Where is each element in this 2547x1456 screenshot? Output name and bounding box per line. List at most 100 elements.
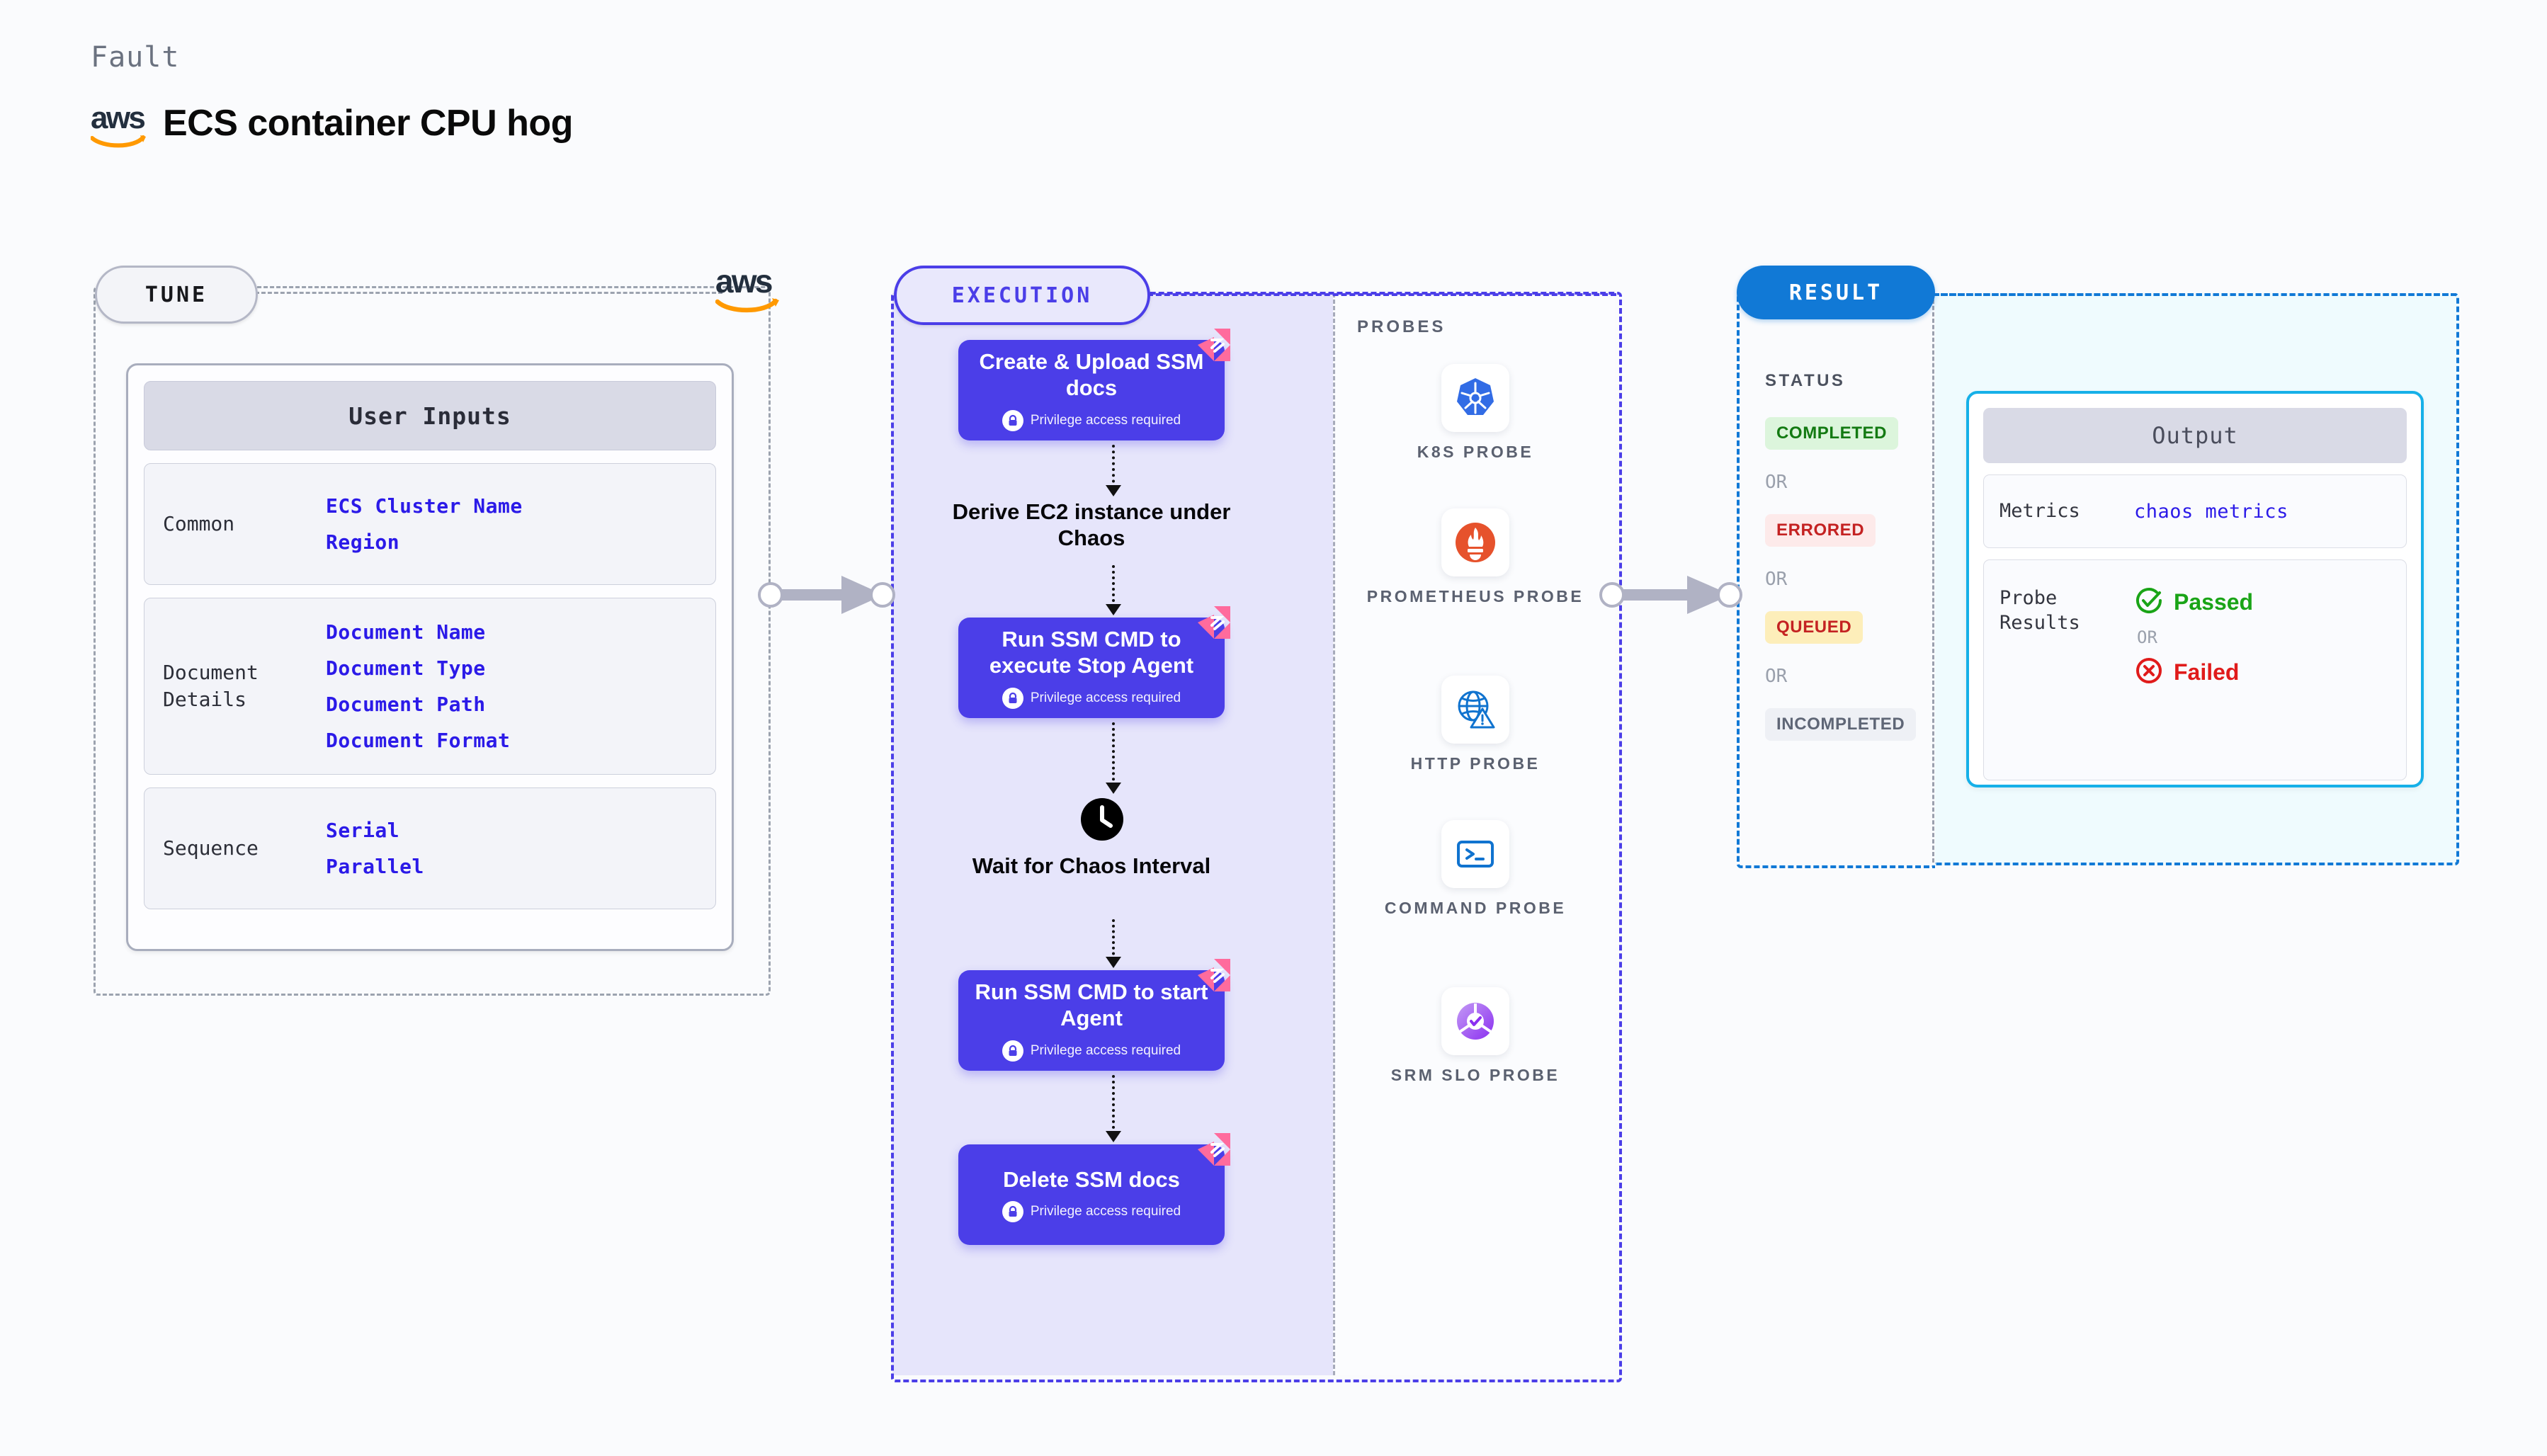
tune-pill-label: TUNE: [95, 266, 258, 324]
chaos-pinwheel-icon: [1193, 955, 1235, 996]
flow-step-title: Run SSM CMD to start Agent: [975, 979, 1208, 1030]
flow-step-title: Delete SSM docs: [1003, 1166, 1180, 1192]
flow-step-title: Wait for Chaos Interval: [972, 853, 1211, 878]
probes-title: PROBES: [1357, 317, 1446, 336]
status-or-label: OR: [1765, 569, 1788, 590]
user-inputs-card: User Inputs Common ECS Cluster Name Regi…: [126, 363, 734, 951]
input-group-label: Sequence: [163, 836, 259, 860]
input-group-sequence: Sequence Serial Parallel: [144, 787, 716, 909]
metrics-value[interactable]: chaos metrics: [2134, 500, 2288, 523]
failed-label: Failed: [2174, 659, 2240, 685]
input-group-document-details: Document Details Document Name Document …: [144, 598, 716, 775]
chaos-pinwheel-icon: [1193, 602, 1235, 643]
fault-eyebrow-label: Fault: [91, 41, 180, 74]
title-row: aws ECS container CPU hog: [91, 101, 573, 148]
page-title: ECS container CPU hog: [163, 103, 573, 144]
flow-arrow: [1106, 565, 1121, 615]
privilege-note-text: Privilege access required: [1030, 412, 1181, 428]
execution-pill-label: EXECUTION: [894, 266, 1150, 325]
flow-step-card[interactable]: Run SSM CMD to execute Stop Agent Privil…: [958, 606, 1230, 718]
result-top-dashed-line: [1934, 293, 2456, 296]
probe-label: K8S PROBE: [1417, 443, 1534, 461]
flow-step-plain: Derive EC2 instance under Chaos: [937, 499, 1246, 551]
privilege-note-text: Privilege access required: [1030, 1204, 1181, 1219]
result-divider: [1932, 293, 1934, 863]
privilege-note-text: Privilege access required: [1030, 690, 1181, 705]
privilege-note: Privilege access required: [1002, 687, 1181, 709]
probes-column: PROBES K8S PROBE PROMETHEUS: [1336, 293, 1615, 1375]
privilege-note: Privilege access required: [1002, 409, 1181, 431]
status-badge-incompleted: INCOMPLETED: [1765, 708, 1917, 741]
http-globe-icon: [1441, 676, 1509, 744]
privilege-note: Privilege access required: [1002, 1040, 1181, 1062]
input-value[interactable]: Document Name: [326, 620, 486, 644]
lock-icon: [1002, 409, 1023, 431]
probe-result-or-label: OR: [2137, 627, 2157, 647]
probe-item-http[interactable]: HTTP PROBE: [1336, 676, 1615, 775]
input-value[interactable]: Serial: [326, 819, 400, 842]
input-value[interactable]: Document Type: [326, 656, 486, 680]
aws-smile-icon: [91, 134, 147, 148]
flow-step-title: Derive EC2 instance under Chaos: [952, 499, 1231, 551]
flow-arrow: [1106, 919, 1121, 968]
output-title: Output: [1983, 408, 2407, 463]
flow-step-card[interactable]: Run SSM CMD to start Agent Privilege acc…: [958, 959, 1230, 1071]
chaos-pinwheel-icon: [1193, 1129, 1235, 1170]
status-badge-completed: COMPLETED: [1765, 417, 1899, 450]
status-badge-errored: ERRORED: [1765, 514, 1876, 547]
lock-icon: [1002, 1040, 1023, 1062]
lock-icon: [1002, 1201, 1023, 1223]
input-value[interactable]: Document Path: [326, 693, 486, 716]
result-pill-label: RESULT: [1737, 266, 1935, 319]
srm-slo-icon: [1441, 987, 1509, 1055]
probe-label: SRM SLO PROBE: [1390, 1066, 1560, 1084]
flow-step-card[interactable]: Create & Upload SSM docs Privilege acces…: [958, 329, 1230, 440]
input-group-label: Document Details: [163, 661, 259, 711]
status-or-label: OR: [1765, 472, 1788, 493]
probe-label: HTTP PROBE: [1410, 754, 1541, 773]
clock-icon: [1080, 797, 1124, 841]
execution-top-dashed-line: [1147, 293, 1616, 296]
x-circle-icon: [2134, 656, 2164, 689]
privilege-note: Privilege access required: [1002, 1201, 1181, 1223]
status-badge-queued: QUEUED: [1765, 611, 1864, 644]
page-header: Fault aws ECS container CPU hog: [91, 41, 573, 148]
flow-step-card[interactable]: Delete SSM docs Privilege access require…: [958, 1133, 1230, 1245]
privilege-note-text: Privilege access required: [1030, 1042, 1181, 1058]
lock-icon: [1002, 687, 1023, 709]
input-value[interactable]: ECS Cluster Name: [326, 494, 523, 518]
output-card: Output Metrics chaos metrics Probe Resul…: [1966, 391, 2424, 787]
probe-item-prometheus[interactable]: PROMETHEUS PROBE: [1336, 508, 1615, 608]
execution-flow-column: Create & Upload SSM docs Privilege acces…: [892, 293, 1333, 1375]
passed-label: Passed: [2174, 589, 2254, 615]
user-inputs-title: User Inputs: [144, 381, 716, 450]
probes-divider: [1333, 293, 1335, 1375]
connector-tune-to-execution: [758, 570, 900, 620]
result-status-region-outline: [1737, 293, 1935, 868]
probe-item-k8s[interactable]: K8S PROBE: [1336, 364, 1615, 463]
aws-wordmark: aws: [91, 101, 146, 135]
flow-step-plain: Wait for Chaos Interval: [937, 853, 1246, 879]
aws-logo-icon: aws: [91, 101, 147, 148]
status-title: STATUS: [1765, 371, 1846, 390]
input-value[interactable]: Region: [326, 530, 400, 554]
probe-result-passed: Passed: [2134, 586, 2253, 619]
flow-arrow: [1106, 1075, 1121, 1142]
input-value[interactable]: Parallel: [326, 855, 424, 878]
input-value[interactable]: Document Format: [326, 729, 511, 752]
flow-step-title: Create & Upload SSM docs: [979, 349, 1204, 400]
probe-result-failed: Failed: [2134, 656, 2253, 689]
output-metrics-row: Metrics chaos metrics: [1983, 474, 2407, 548]
probe-label: COMMAND PROBE: [1384, 899, 1567, 917]
aws-logo-icon-tune: aws: [715, 265, 793, 320]
input-group-label: Common: [163, 512, 235, 536]
connector-execution-to-result: [1599, 570, 1748, 620]
flow-arrow: [1106, 722, 1121, 794]
terminal-icon: [1441, 820, 1509, 888]
kubernetes-icon: [1441, 364, 1509, 432]
chaos-pinwheel-icon: [1193, 324, 1235, 365]
probe-item-command[interactable]: COMMAND PROBE: [1336, 820, 1615, 919]
probe-item-srm-slo[interactable]: SRM SLO PROBE: [1336, 987, 1615, 1086]
flow-arrow: [1106, 445, 1121, 496]
metrics-label: Metrics: [1999, 500, 2080, 523]
